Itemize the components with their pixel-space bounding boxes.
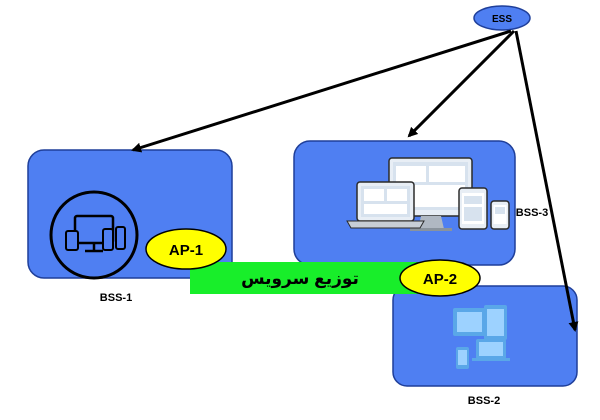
ap1-label: AP-1 <box>169 242 203 259</box>
ess-node <box>473 5 531 31</box>
distribution-service-bar <box>190 262 425 294</box>
arrow-ess-to-bss3 <box>407 29 516 138</box>
arrow-ess-to-bss2 <box>514 30 579 332</box>
distribution-service-label: توزیع سرویس <box>241 269 359 289</box>
devices-circle-icon <box>49 190 139 280</box>
arrow-ess-to-bss1 <box>131 29 512 153</box>
bss1-label: BSS-1 <box>100 292 132 304</box>
ess-label: ESS <box>492 14 512 25</box>
bss3-label: BSS-3 <box>516 207 548 219</box>
ap2-label: AP-2 <box>423 271 457 288</box>
devices-group-icon <box>346 157 510 231</box>
ap1-node <box>145 228 227 270</box>
devices-flat-icon <box>453 305 510 369</box>
ap2-node <box>399 259 481 297</box>
bss2-label: BSS-2 <box>468 395 500 407</box>
